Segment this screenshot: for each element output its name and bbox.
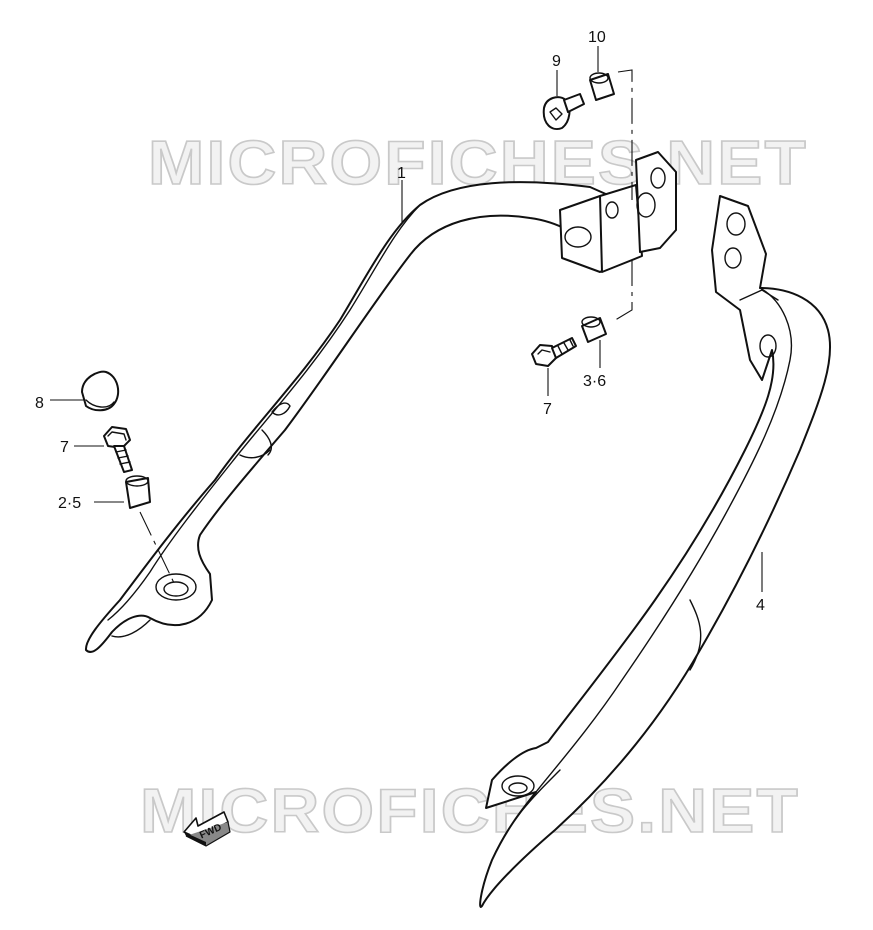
callout-2-5: 2·5 [58,495,81,512]
callout-9: 9 [552,53,561,70]
callout-3-6: 3·6 [583,373,606,390]
callout-4: 4 [756,597,765,614]
bolt-right-part-7 [531,337,577,367]
alignment-line-top [617,69,633,200]
grab-rail-left [85,151,677,653]
callout-10: 10 [588,29,606,46]
callout-7-left: 7 [60,439,69,456]
bolt-left-part-7 [103,426,133,473]
callout-1: 1 [397,165,406,182]
watermark-bottom: MICROFICHES.NET [140,777,800,846]
callout-8: 8 [35,395,44,412]
alignment-line-mid [611,260,633,323]
bolt-top-part-9 [542,93,585,130]
spacer-part-2-5 [125,475,151,509]
callout-7-right: 7 [543,401,552,418]
fwd-arrow-icon: FWD [183,811,231,847]
collar-top-part-10 [589,72,615,101]
cap-part-8 [81,370,120,412]
watermark-top: MICROFICHES.NET [148,129,808,198]
alignment-line-left [139,511,176,586]
grab-rail-right [479,195,832,908]
collar-lower-part-3-6 [581,316,607,343]
